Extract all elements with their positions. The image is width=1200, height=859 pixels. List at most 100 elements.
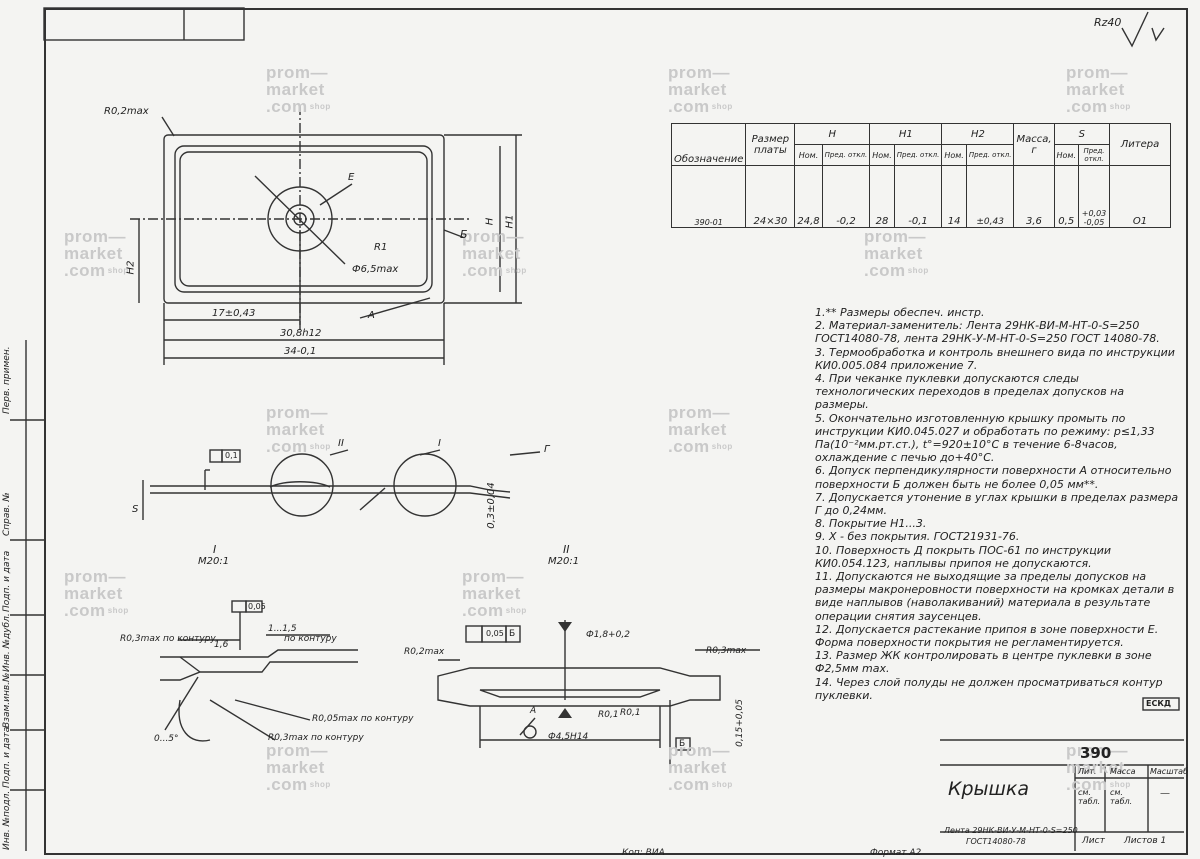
table-head-litera: Литера bbox=[1109, 123, 1171, 166]
detail-ii-a: А bbox=[530, 706, 537, 716]
dim-thickness: 0,3±0,04 bbox=[485, 482, 497, 529]
table-cell: 28 bbox=[869, 165, 895, 228]
stamp-label-scale: Масштаб bbox=[1150, 767, 1189, 776]
dim-s: S bbox=[132, 504, 139, 515]
detail-ii-phi18: Ф1,8+0,2 bbox=[586, 630, 630, 640]
detail-i-angle: 0...5° bbox=[154, 734, 179, 744]
detail-ii-015: 0,15+0,05 bbox=[734, 699, 745, 747]
table-head-h: H bbox=[794, 123, 871, 145]
detail-ii-r02: R0,2max bbox=[404, 647, 445, 657]
callout-i: I bbox=[438, 438, 441, 449]
detail-ii-r01b: R0,1 bbox=[620, 708, 641, 718]
table-sub-dev: Пред. откл. bbox=[893, 144, 943, 166]
table-sub-dev: Пред. откл. bbox=[1078, 144, 1110, 166]
side-label: Инв. №дубл. bbox=[2, 613, 12, 672]
stamp-value-lit: см. табл. bbox=[1078, 788, 1101, 806]
note: 14. Через слой полуды не должен просматр… bbox=[815, 675, 1163, 702]
table-head-size: Размер платы bbox=[745, 123, 796, 166]
detail-i-r03: R0,3max по контуру bbox=[120, 634, 216, 644]
detail-i-contour: по контуру bbox=[284, 634, 337, 644]
dim-34: 34-0,1 bbox=[284, 346, 317, 357]
table-sub-dev: Пред. откл. bbox=[821, 144, 871, 166]
table-cell: 24×30 bbox=[745, 165, 796, 228]
table-cell: 3,6 bbox=[1013, 165, 1055, 228]
note: 7. Допускается утонение в углах крышки в… bbox=[815, 490, 1179, 518]
detail-i-scale: М20:1 bbox=[198, 556, 230, 567]
note: 6. Допуск перпендикулярности поверхности… bbox=[815, 464, 1172, 491]
table-cell: +0,03 -0,05 bbox=[1078, 165, 1110, 228]
table-cell: -0,2 bbox=[821, 165, 871, 228]
dim-radius-corner: R0,2max bbox=[104, 106, 149, 117]
detail-ii-scale: М20:1 bbox=[548, 556, 580, 567]
table-cell: О1 bbox=[1109, 165, 1171, 228]
sheet-frame bbox=[44, 8, 1188, 855]
table-sub-nom: Ном. bbox=[1053, 144, 1079, 166]
dim-phi65: Ф6,5max bbox=[352, 264, 399, 275]
detail-i-16: 1,6 bbox=[214, 640, 229, 650]
material-line2: ГОСТ14080-78 bbox=[966, 837, 1026, 846]
table-cell: 0,5 bbox=[1053, 165, 1079, 228]
note: 10. Поверхность Д покрыть ПОС-61 по инст… bbox=[815, 543, 1112, 570]
callout-ii: II bbox=[338, 438, 344, 449]
stamp-value-mass: см. табл. bbox=[1110, 788, 1133, 806]
table-sub-nom: Ном. bbox=[869, 144, 895, 166]
table-head-designation: Обозначение bbox=[670, 123, 747, 166]
detail-i-r03b: R0,3max по контуру bbox=[268, 733, 364, 743]
dimension-table: Обозначение Размер платы H H1 H2 Масса, … bbox=[670, 123, 1171, 228]
dim-h: H bbox=[484, 217, 496, 226]
format-label: Формат А2 bbox=[870, 848, 922, 858]
table-cell: ±0,43 bbox=[965, 165, 1015, 228]
table-head-mass: Масса, г bbox=[1013, 123, 1055, 166]
note: 12. Допускается растекание припоя в зоне… bbox=[815, 622, 1159, 650]
dim-h1: H1 bbox=[504, 214, 516, 229]
detail-i-flat: 0,05 bbox=[248, 602, 266, 611]
flatness-value: 0,1 bbox=[225, 451, 238, 460]
note: 5. Окончательно изготовленную крышку про… bbox=[815, 411, 1155, 465]
stamp-value-scale: — bbox=[1160, 788, 1170, 799]
stamp-sheet: Лист bbox=[1082, 836, 1105, 846]
material-line1: Лента 29НК-ВИ-У-М-НТ-0-S=250 bbox=[944, 826, 1078, 835]
stamp-sheets: Листов 1 bbox=[1124, 836, 1167, 846]
table-sub-nom: Ном. bbox=[941, 144, 967, 166]
table-cell: 24,8 bbox=[794, 165, 823, 228]
detail-ii-r01: R0,1 bbox=[598, 710, 619, 720]
roughness-label: Rz40 bbox=[1094, 16, 1122, 29]
detail-i-title: I bbox=[213, 543, 217, 556]
detail-i-115: 1...1,5 bbox=[268, 624, 297, 634]
side-label: Перв. примен. bbox=[2, 346, 12, 414]
table-sub-nom: Ном. bbox=[794, 144, 823, 166]
detail-ii-tol: 0,05 bbox=[486, 629, 504, 638]
detail-ii-phi45: Ф4,5Н14 bbox=[548, 732, 589, 742]
detail-ii-b: Б bbox=[679, 739, 686, 749]
eskd-code: ЕСКД bbox=[1146, 699, 1171, 708]
dim-r1: R1 bbox=[374, 242, 388, 253]
dim-17: 17±0,43 bbox=[212, 308, 256, 319]
note: 4. При чеканке пуклевки допускаются след… bbox=[815, 372, 1125, 412]
table-sub-dev: Пред. откл. bbox=[965, 144, 1015, 166]
note: 13. Размер ЖК контролировать в центре пу… bbox=[815, 649, 1152, 676]
mark-a: А bbox=[368, 310, 375, 321]
drawing-designation: 390 bbox=[1080, 744, 1112, 762]
table-cell: 390-01 bbox=[670, 165, 747, 228]
table-head-h2: H2 bbox=[941, 123, 1015, 145]
dim-308: 30,8h12 bbox=[280, 328, 322, 339]
stamp-label-mass: Масса bbox=[1110, 767, 1136, 776]
detail-ii-title: II bbox=[563, 543, 570, 556]
note: 11. Допускаются не выходящие за пределы … bbox=[815, 570, 1175, 623]
side-label: Подп. и дата bbox=[2, 726, 12, 788]
table-cell: 14 bbox=[941, 165, 967, 228]
note: 1.** Размеры обеспеч. инстр. bbox=[815, 306, 985, 319]
